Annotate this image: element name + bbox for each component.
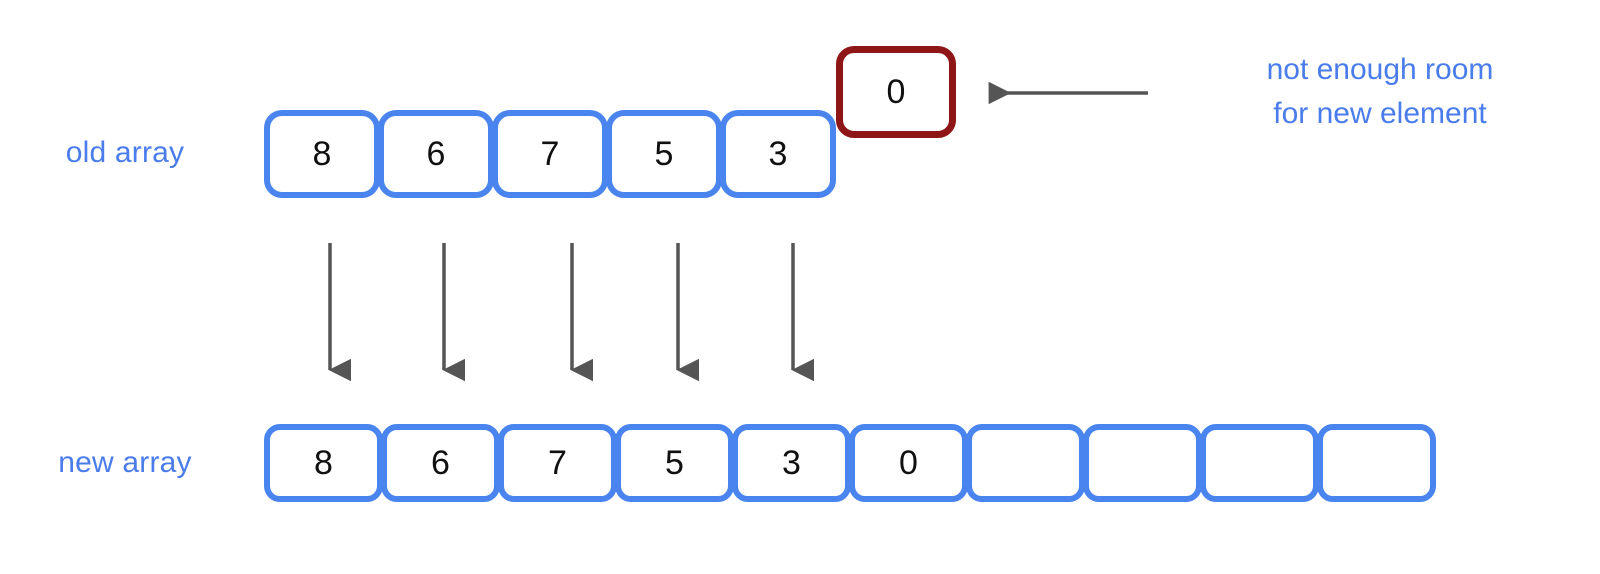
new-array-cell-value-2: 7 (548, 443, 567, 482)
old-array-cell-value-3: 5 (654, 134, 674, 173)
overflow-cell: 0 (836, 46, 956, 138)
old-array-cell-1: 6 (378, 110, 494, 198)
old-array-cell-0: 8 (264, 110, 380, 198)
new-array-cell-9 (1317, 424, 1436, 502)
new-array-cell-2: 7 (498, 424, 617, 502)
new-array-cell-value-0: 8 (314, 443, 333, 482)
new-array-cell-5: 0 (849, 424, 968, 502)
new-array-cell-4: 3 (732, 424, 851, 502)
new-array-cell-0: 8 (264, 424, 383, 502)
new-array-cell-7 (1083, 424, 1202, 502)
old-array-cell-2: 7 (492, 110, 608, 198)
old-array-cell-value-0: 8 (312, 134, 332, 173)
old-array-row: 8 6 7 5 3 (264, 110, 836, 198)
new-array-cell-6 (966, 424, 1085, 502)
new-array-cell-value-4: 3 (782, 443, 801, 482)
old-array-cell-3: 5 (606, 110, 722, 198)
overflow-cell-value: 0 (886, 72, 906, 111)
new-array-cell-value-1: 6 (431, 443, 450, 482)
copy-arrows-group (328, 243, 814, 382)
new-array-row: 8 6 7 5 3 0 (264, 424, 1436, 502)
old-array-cell-value-1: 6 (426, 134, 446, 173)
new-array-cell-value-3: 5 (665, 443, 684, 482)
old-array-cell-4: 3 (720, 110, 836, 198)
new-array-cell-3: 5 (615, 424, 734, 502)
new-array-cell-8 (1200, 424, 1319, 502)
annotation-not-enough-room: not enough room for new element (1266, 53, 1494, 130)
old-array-cell-value-2: 7 (540, 134, 560, 173)
new-array-label: new array (58, 446, 192, 479)
old-array-label: old array (65, 136, 185, 169)
new-array-cell-value-5: 0 (899, 443, 918, 482)
new-array-cell-1: 6 (381, 424, 500, 502)
old-array-cell-value-4: 3 (768, 134, 788, 173)
